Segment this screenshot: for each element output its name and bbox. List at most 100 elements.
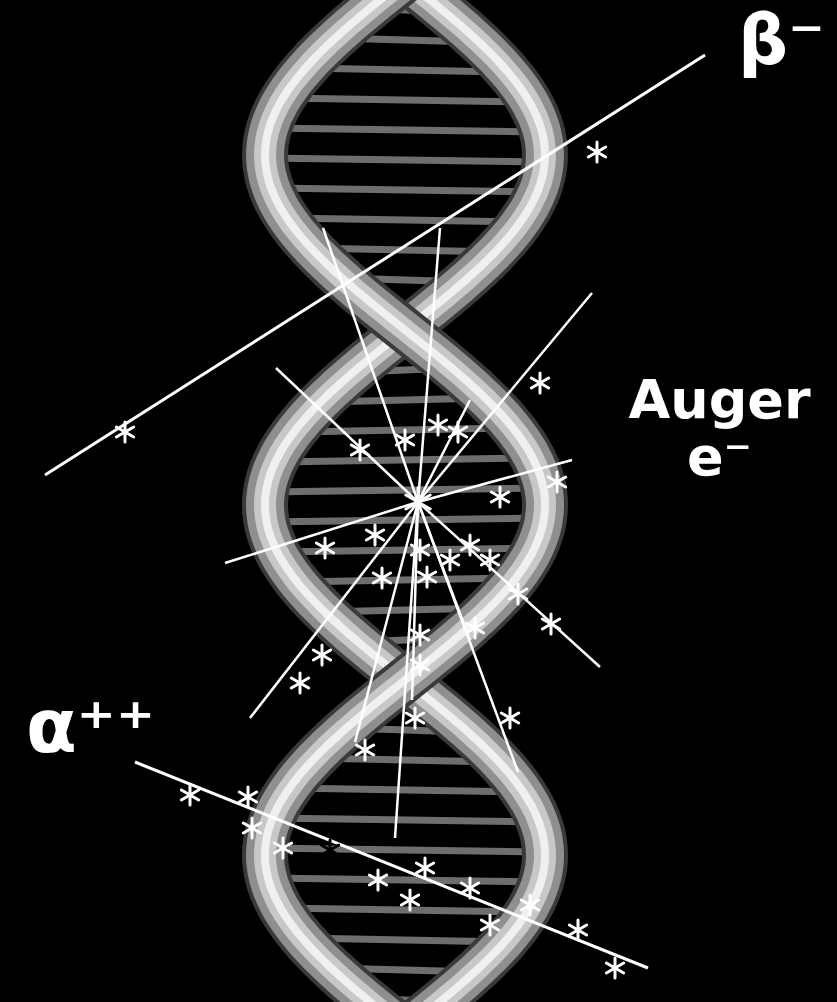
ionization-mark (449, 427, 466, 437)
ionization-mark (416, 863, 433, 873)
ionization-mark (239, 792, 256, 802)
base-pair (281, 908, 530, 912)
ionization-mark (481, 920, 498, 930)
ionization-mark (542, 619, 559, 629)
ionization-mark (321, 845, 338, 855)
ionization-events (116, 142, 623, 978)
ionization-mark (313, 650, 330, 660)
ionization-mark (243, 823, 260, 833)
ionization-mark (606, 963, 623, 973)
ionization-mark (418, 572, 435, 582)
ionization-mark (461, 540, 478, 550)
strand-highlight (265, 0, 545, 1002)
ionization-mark (373, 573, 390, 583)
ionization-mark (429, 420, 446, 430)
auger-ray (418, 502, 518, 772)
ionization-mark (509, 589, 526, 599)
auger-ray (418, 502, 470, 640)
beta-track (45, 55, 705, 475)
ionization-mark (181, 790, 198, 800)
auger-ray (418, 293, 592, 502)
ionization-mark (291, 678, 308, 688)
ionization-mark (588, 147, 605, 157)
ionization-mark (396, 435, 413, 445)
beta-label: β⁻ (738, 4, 825, 78)
auger-ray (418, 502, 600, 667)
ionization-mark (481, 555, 498, 565)
strand-body (265, 0, 545, 1002)
ionization-mark (542, 619, 559, 629)
ionization-mark (491, 492, 508, 502)
strand-edge (265, 0, 545, 1002)
ionization-mark (461, 883, 478, 893)
auger-ray (225, 502, 418, 563)
ionization-mark (396, 435, 413, 445)
ionization-mark (406, 713, 423, 723)
ionization-mark (441, 555, 458, 565)
strand-shade (265, 0, 545, 1002)
ionization-mark (418, 572, 435, 582)
ionization-mark (531, 378, 548, 388)
ionization-mark (369, 875, 386, 885)
dna-strands (265, 0, 545, 1002)
ionization-mark (356, 745, 373, 755)
ionization-mark (316, 543, 333, 553)
ionization-mark (411, 630, 428, 640)
radiation-tracks (45, 55, 705, 968)
auger-ray (250, 502, 418, 718)
ionization-mark (548, 477, 565, 487)
ionization-mark (406, 713, 423, 723)
ionization-mark (351, 445, 368, 455)
ionization-mark (274, 843, 291, 853)
ionization-mark (521, 900, 538, 910)
ionization-mark (461, 883, 478, 893)
ionization-mark (501, 713, 518, 723)
auger-label: Auger e⁻ (612, 372, 827, 485)
ionization-mark (466, 623, 483, 633)
ionization-mark (401, 895, 418, 905)
ionization-mark (588, 147, 605, 157)
ionization-mark (366, 530, 383, 540)
ionization-mark (401, 895, 418, 905)
ionization-mark (116, 427, 133, 437)
ionization-mark (291, 678, 308, 688)
ionization-mark (316, 543, 333, 553)
ionization-mark (411, 660, 428, 670)
auger-ray (276, 368, 418, 502)
alpha-label: α⁺⁺ (26, 688, 155, 766)
ionization-mark (239, 792, 256, 802)
ionization-mark (416, 863, 433, 873)
ionization-mark (521, 900, 538, 910)
ionization-mark (351, 445, 368, 455)
base-pair (268, 878, 542, 882)
base-pair (287, 218, 523, 222)
base-pair (273, 818, 538, 822)
ionization-mark (116, 427, 133, 437)
ionization-mark (366, 530, 383, 540)
ionization-mark (569, 925, 586, 935)
ionization-mark (429, 420, 446, 430)
ionization-mark (369, 875, 386, 885)
ionization-mark (501, 713, 518, 723)
ionization-mark (481, 555, 498, 565)
ionization-mark (411, 545, 428, 555)
ionization-mark (356, 745, 373, 755)
ionization-mark (406, 495, 430, 509)
ionization-mark (181, 790, 198, 800)
base-pair (265, 158, 545, 162)
ionization-mark (449, 427, 466, 437)
base-pair (271, 188, 539, 192)
ionization-mark (411, 630, 428, 640)
ionization-mark (481, 920, 498, 930)
strand-highlight (265, 0, 545, 1002)
ionization-mark (548, 477, 565, 487)
ionization-mark (321, 845, 338, 855)
ionization-mark (243, 823, 260, 833)
strand-body (265, 0, 545, 1002)
ionization-mark (411, 545, 428, 555)
auger-ray (418, 460, 572, 502)
ionization-mark (313, 650, 330, 660)
ionization-mark (406, 495, 430, 509)
